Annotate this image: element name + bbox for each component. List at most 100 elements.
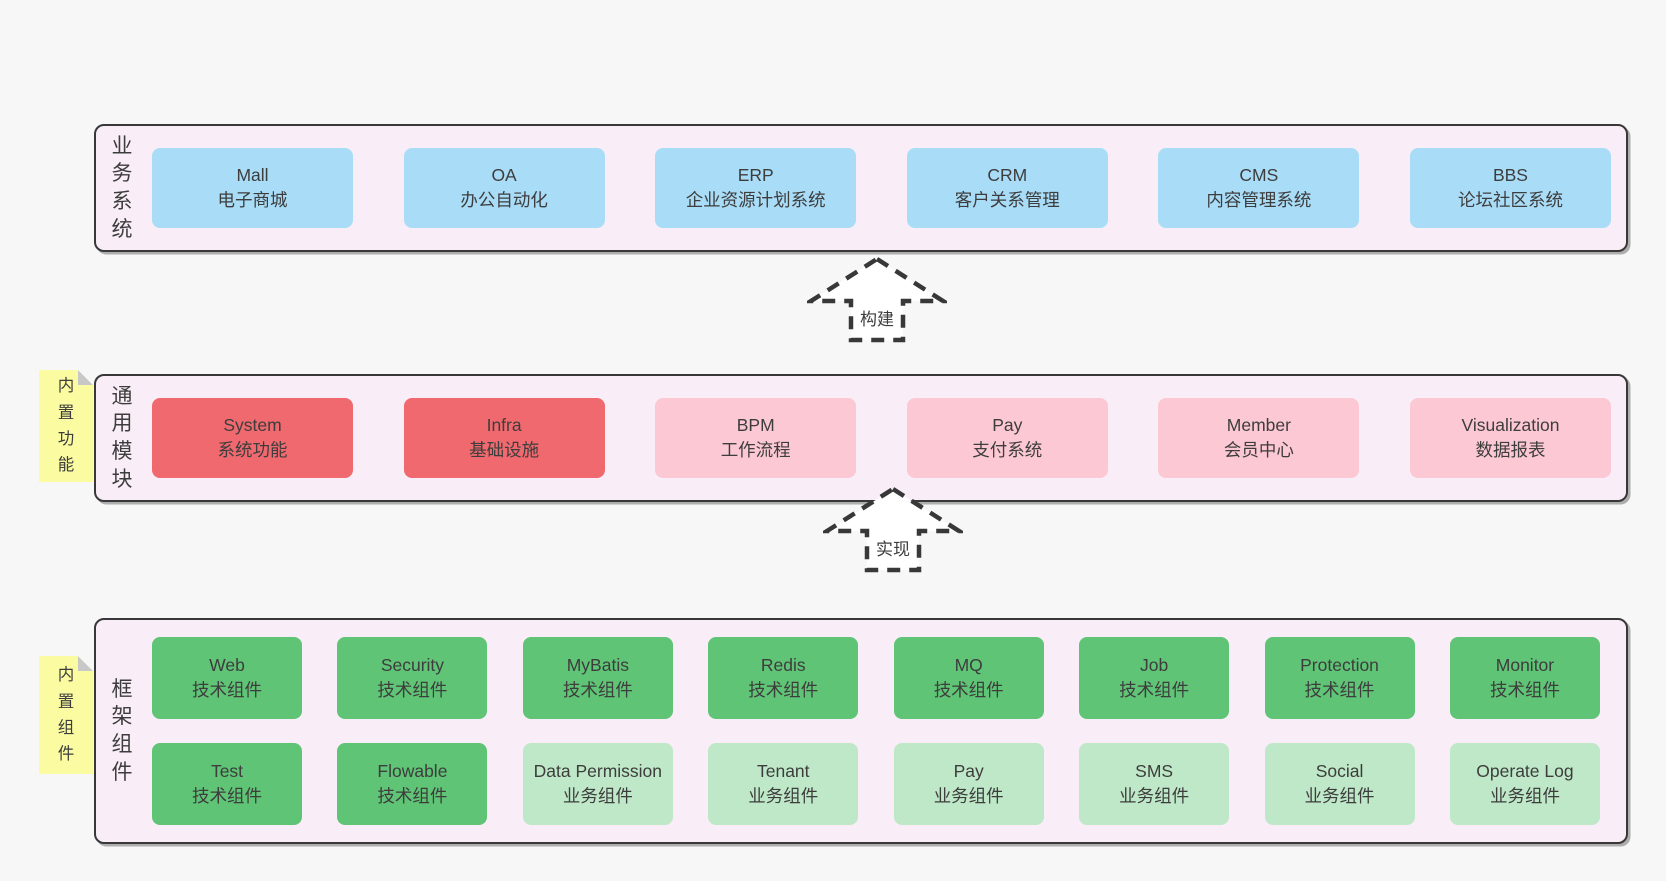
- box-operate-log-name: Operate Log: [1476, 761, 1574, 782]
- box-redis-desc: 技术组件: [748, 680, 819, 700]
- framework-components-row-1: Web 技术组件 Security 技术组件 MyBatis 技术组件 Redi…: [152, 637, 1600, 719]
- box-monitor: Monitor 技术组件: [1449, 637, 1600, 719]
- sticky-builtin-components-text: 内置组件: [57, 666, 75, 764]
- box-pay-desc: 支付系统: [972, 440, 1043, 460]
- box-job-desc: 技术组件: [1119, 680, 1190, 700]
- sticky-note-builtin-components: 内置组件: [39, 656, 93, 774]
- arrow-implement-label: 实现: [876, 540, 910, 559]
- sticky-note-builtin-features: 内置功能: [39, 370, 93, 482]
- box-mall: Mall 电子商城: [152, 148, 353, 228]
- box-data-permission: Data Permission 业务组件: [522, 743, 673, 825]
- box-tenant-name: Tenant: [756, 761, 810, 782]
- box-cms-desc: 内容管理系统: [1206, 190, 1312, 210]
- box-mybatis: MyBatis 技术组件: [522, 637, 673, 719]
- business-systems-box-row: Mall 电子商城 OA 办公自动化 ERP 企业资源计划系统 CRM 客户关系…: [135, 148, 1626, 228]
- box-mybatis-desc: 技术组件: [562, 680, 633, 700]
- box-flowable-desc: 技术组件: [377, 786, 448, 806]
- box-test-desc: 技术组件: [192, 786, 262, 806]
- box-pay-name: Pay: [992, 415, 1023, 436]
- box-bbs: BBS 论坛社区系统: [1409, 148, 1611, 228]
- arrow-up-dashed-icon: [807, 256, 947, 343]
- box-data-permission-name: Data Permission: [533, 761, 663, 782]
- box-operate-log-desc: 业务组件: [1489, 786, 1560, 806]
- arrow-implement: 实现: [823, 485, 963, 573]
- box-sms-name: SMS: [1135, 761, 1174, 782]
- box-bbs-name: BBS: [1492, 165, 1528, 186]
- arrow-up-dashed-icon: [823, 486, 963, 573]
- box-tenant-desc: 业务组件: [748, 786, 819, 806]
- box-pay-business-name: Pay: [953, 761, 984, 782]
- box-oa-desc: 办公自动化: [460, 190, 548, 210]
- box-job: Job 技术组件: [1079, 637, 1230, 719]
- box-monitor-name: Monitor: [1495, 655, 1555, 676]
- box-security-desc: 技术组件: [377, 680, 448, 700]
- box-visualization-desc: 数据报表: [1475, 440, 1546, 460]
- box-web: Web 技术组件: [152, 637, 302, 719]
- box-pay-business: Pay 业务组件: [893, 743, 1044, 825]
- box-mybatis-name: MyBatis: [566, 655, 629, 676]
- box-member-desc: 会员中心: [1223, 440, 1294, 460]
- box-infra: Infra 基础设施: [403, 398, 605, 478]
- box-tenant: Tenant 业务组件: [708, 743, 859, 825]
- box-crm-name: CRM: [987, 165, 1028, 186]
- box-bpm-desc: 工作流程: [720, 440, 791, 460]
- box-erp-name: ERP: [737, 165, 774, 186]
- box-redis: Redis 技术组件: [708, 637, 859, 719]
- box-monitor-desc: 技术组件: [1489, 680, 1560, 700]
- box-pay: Pay 支付系统: [906, 398, 1108, 478]
- box-mq-name: MQ: [954, 655, 983, 676]
- box-web-name: Web: [209, 655, 245, 676]
- band-common-modules: 通用模块 System 系统功能 Infra 基础设施 BPM 工作流程 Pay…: [94, 374, 1628, 502]
- sticky-fold-icon: [78, 656, 93, 671]
- box-protection-desc: 技术组件: [1304, 680, 1375, 700]
- arrow-build-label: 构建: [860, 310, 894, 329]
- box-data-permission-desc: 业务组件: [562, 786, 633, 806]
- box-redis-name: Redis: [760, 655, 806, 676]
- box-sms-desc: 业务组件: [1119, 786, 1190, 806]
- framework-components-row-2: Test 技术组件 Flowable 技术组件 Data Permission …: [152, 743, 1600, 825]
- box-mq-desc: 技术组件: [933, 680, 1004, 700]
- box-security-name: Security: [380, 655, 445, 676]
- common-modules-box-row: System 系统功能 Infra 基础设施 BPM 工作流程 Pay 支付系统…: [135, 398, 1626, 478]
- box-test: Test 技术组件: [152, 743, 302, 825]
- band-business-systems: 业务系统 Mall 电子商城 OA 办公自动化 ERP 企业资源计划系统 CRM…: [94, 124, 1628, 252]
- box-job-name: Job: [1140, 655, 1169, 676]
- box-erp: ERP 企业资源计划系统: [655, 148, 857, 228]
- box-system-name: System: [223, 415, 282, 436]
- box-mall-desc: 电子商城: [217, 190, 288, 210]
- box-web-desc: 技术组件: [192, 680, 262, 700]
- box-member: Member 会员中心: [1158, 398, 1360, 478]
- box-mq: MQ 技术组件: [893, 637, 1044, 719]
- box-infra-name: Infra: [486, 415, 522, 436]
- box-flowable-name: Flowable: [377, 761, 448, 782]
- box-operate-log: Operate Log 业务组件: [1449, 743, 1600, 825]
- band-business-systems-label: 业务系统: [111, 134, 133, 241]
- box-visualization: Visualization 数据报表: [1409, 398, 1611, 478]
- band-framework-components: 框架组件 Web 技术组件 Security 技术组件 MyBatis 技术组件…: [94, 618, 1628, 844]
- box-oa-name: OA: [491, 165, 517, 186]
- box-social-desc: 业务组件: [1304, 786, 1375, 806]
- sticky-builtin-features-text: 内置功能: [57, 377, 75, 475]
- box-system: System 系统功能: [152, 398, 353, 478]
- box-crm-desc: 客户关系管理: [954, 190, 1060, 210]
- box-protection-name: Protection: [1300, 655, 1379, 676]
- box-bpm: BPM 工作流程: [655, 398, 857, 478]
- box-sms: SMS 业务组件: [1079, 743, 1230, 825]
- arrow-build: 构建: [807, 255, 947, 343]
- box-protection: Protection 技术组件: [1264, 637, 1415, 719]
- box-infra-desc: 基础设施: [469, 440, 540, 460]
- box-visualization-name: Visualization: [1461, 415, 1560, 436]
- band-common-modules-label: 通用模块: [111, 384, 133, 491]
- band-framework-components-label: 框架组件: [111, 677, 133, 784]
- box-mall-name: Mall: [236, 165, 269, 186]
- box-bpm-name: BPM: [736, 415, 775, 436]
- box-cms-name: CMS: [1239, 165, 1279, 186]
- box-bbs-desc: 论坛社区系统: [1457, 190, 1563, 210]
- box-crm: CRM 客户关系管理: [906, 148, 1108, 228]
- box-social: Social 业务组件: [1264, 743, 1415, 825]
- box-security: Security 技术组件: [337, 637, 488, 719]
- box-test-name: Test: [210, 761, 244, 782]
- box-system-desc: 系统功能: [217, 440, 288, 460]
- box-flowable: Flowable 技术组件: [337, 743, 488, 825]
- box-pay-business-desc: 业务组件: [933, 786, 1004, 806]
